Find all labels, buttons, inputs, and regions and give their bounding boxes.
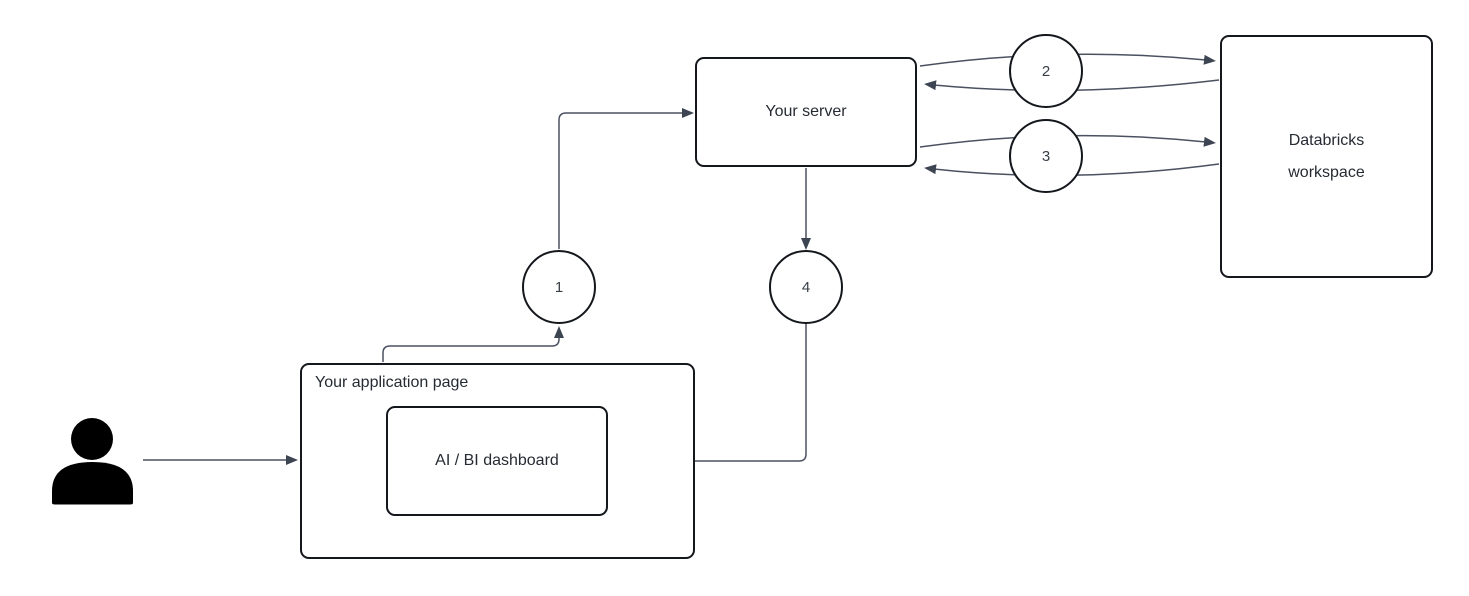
step-circle-4: 4 — [769, 250, 843, 324]
connector-step4-to-dashboard — [613, 323, 807, 466]
step-number-2: 2 — [1041, 62, 1051, 80]
server-box: Your server — [695, 57, 917, 167]
app-page-label: Your application page — [315, 374, 469, 391]
step-circle-1: 1 — [522, 250, 596, 324]
dashboard-box: AI / BI dashboard — [386, 406, 608, 516]
person-icon — [52, 418, 133, 505]
connector-step1-to-server — [558, 108, 694, 249]
server-label: Your server — [765, 103, 847, 120]
workspace-box: Databricks workspace — [1220, 35, 1433, 278]
step-number-3: 3 — [1041, 147, 1051, 165]
connector-app-to-step1 — [382, 326, 564, 362]
workspace-label-line2: workspace — [1288, 163, 1365, 181]
step-circle-2: 2 — [1009, 34, 1083, 108]
step-number-1: 1 — [554, 278, 564, 296]
workspace-label-line1: Databricks — [1288, 131, 1365, 149]
dashboard-label: AI / BI dashboard — [435, 452, 559, 469]
step-number-4: 4 — [801, 278, 811, 296]
step-circle-3: 3 — [1009, 119, 1083, 193]
